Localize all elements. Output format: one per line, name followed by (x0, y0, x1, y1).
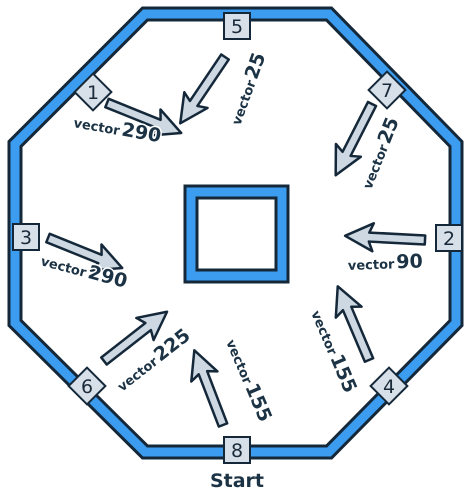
vector-label-8: vector155 (221, 335, 278, 426)
vector-arrow-2 (343, 220, 427, 256)
node-7[interactable]: 7 (367, 70, 407, 110)
vector-label-5: vector25 (224, 48, 272, 129)
svg-text:vector155: vector155 (221, 335, 276, 425)
node-3[interactable]: 3 (12, 223, 40, 251)
svg-text:1: 1 (87, 82, 99, 104)
svg-text:vector25: vector25 (224, 50, 270, 128)
svg-text:5: 5 (231, 16, 243, 38)
vector-arrow-8 (180, 344, 238, 432)
svg-text:6: 6 (81, 376, 93, 398)
octagon-track (7, 6, 464, 460)
svg-text:4: 4 (383, 376, 395, 398)
node-4[interactable]: 4 (369, 366, 409, 406)
svg-text:3: 3 (20, 227, 32, 249)
svg-text:8: 8 (231, 440, 243, 462)
node-5[interactable]: 5 (223, 12, 251, 40)
svg-text:7: 7 (381, 80, 393, 102)
node-8[interactable]: 8 (223, 436, 251, 464)
vector-arrow-5 (167, 47, 238, 133)
center-square (183, 184, 290, 284)
node-1[interactable]: 1 (73, 72, 113, 112)
vector-label-2: vector90 (346, 249, 425, 276)
svg-text:2: 2 (443, 228, 455, 250)
node-2[interactable]: 2 (435, 224, 463, 252)
node-6[interactable]: 6 (67, 366, 107, 406)
start-label: Start (210, 470, 264, 492)
svg-text:vector90: vector90 (347, 250, 423, 275)
